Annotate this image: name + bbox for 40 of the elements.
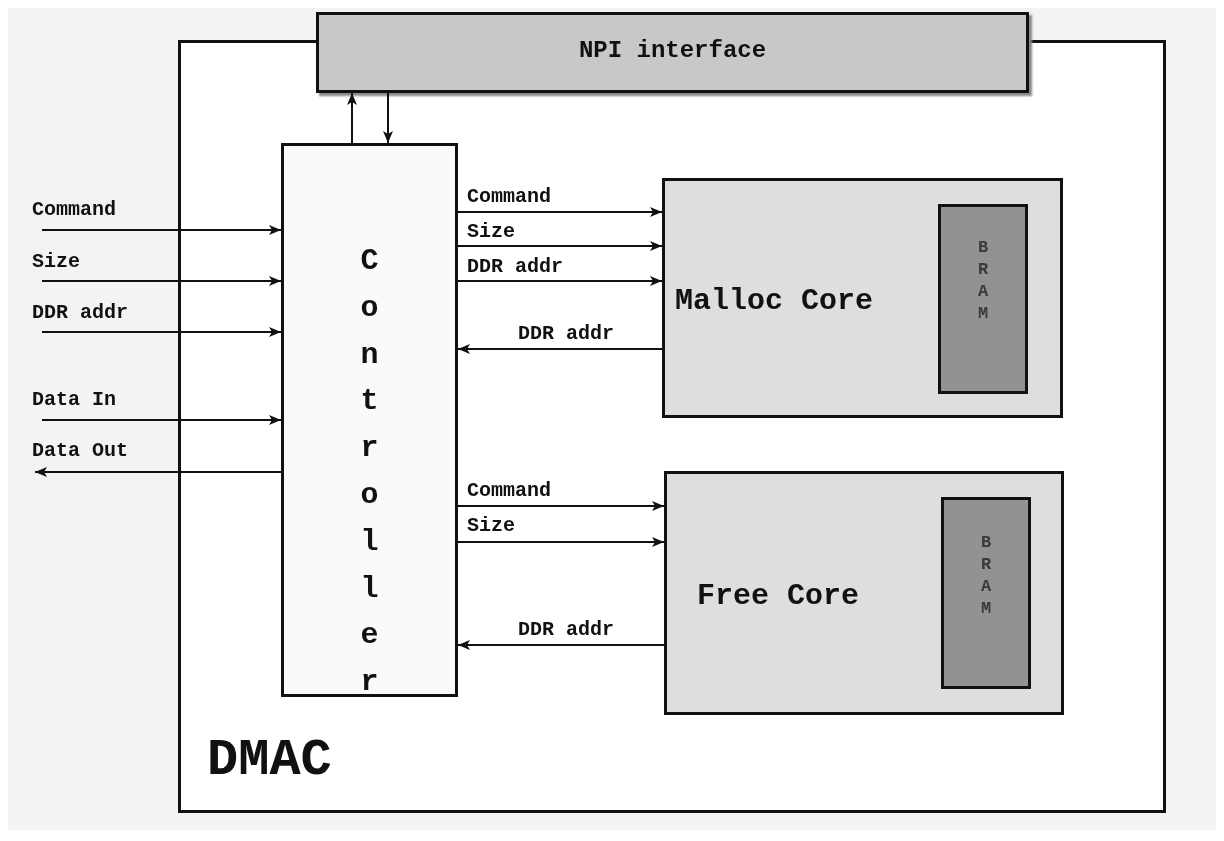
edge-label: Command	[467, 481, 551, 501]
arrow	[41, 327, 282, 337]
arrow	[457, 276, 663, 286]
arrow	[347, 92, 357, 144]
interface-bar	[316, 12, 1029, 93]
arrow	[457, 640, 665, 650]
core-label: Malloc Core	[675, 286, 874, 316]
edge-label: DDR addr	[467, 257, 563, 277]
core-box	[664, 471, 1064, 715]
memory-label: BRAM	[979, 532, 993, 621]
core-label: Free Core	[697, 581, 860, 611]
edge-label: DDR addr	[518, 324, 614, 344]
edge-label: Data In	[32, 390, 116, 410]
arrow	[34, 467, 282, 477]
edge-label: Size	[467, 222, 515, 242]
controller-label: Controller	[359, 243, 380, 702]
controller-box	[281, 143, 458, 697]
interface-label: NPI interface	[578, 39, 767, 63]
arrow	[41, 225, 282, 235]
edge-label: Command	[32, 200, 116, 220]
arrow	[457, 501, 665, 511]
memory-box	[938, 204, 1028, 394]
edge-label: Size	[467, 516, 515, 536]
arrow	[457, 207, 663, 217]
block-title: DMAC	[207, 735, 332, 787]
arrow	[383, 92, 393, 144]
edge-label: Data Out	[32, 441, 128, 461]
core-box	[662, 178, 1063, 418]
arrow	[457, 344, 663, 354]
memory-box	[941, 497, 1031, 689]
edge-label: Size	[32, 252, 80, 272]
block-box	[178, 40, 1166, 813]
arrow	[41, 415, 282, 425]
arrow	[457, 241, 663, 251]
arrow	[41, 276, 282, 286]
edge-label: Command	[467, 187, 551, 207]
memory-label: BRAM	[976, 237, 990, 326]
edge-label: DDR addr	[32, 303, 128, 323]
arrow	[457, 537, 665, 547]
edge-label: DDR addr	[518, 620, 614, 640]
